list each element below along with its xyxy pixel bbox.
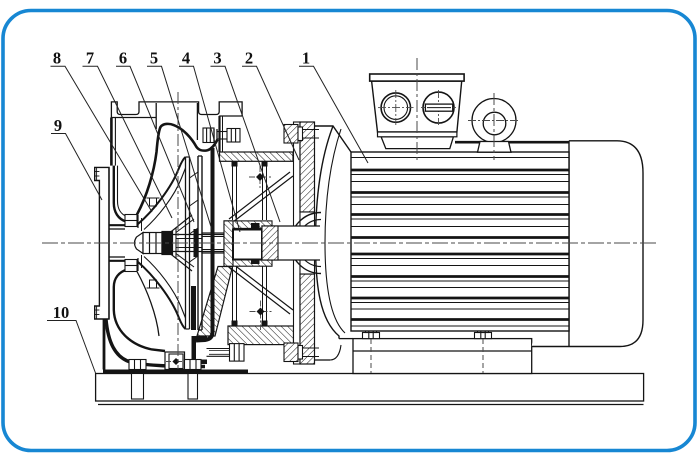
motor-fins — [351, 168, 569, 321]
bracket-foot-bolt — [206, 343, 245, 362]
motor-mount-block — [352, 337, 533, 375]
centerlines — [42, 58, 658, 373]
hold-down-bolt-right — [183, 358, 202, 400]
hold-down-bolt-left — [128, 358, 147, 400]
pump-foot — [102, 319, 248, 400]
callout-7: 7 — [86, 49, 94, 68]
callout-10: 10 — [53, 303, 70, 322]
callout-8: 8 — [53, 49, 61, 68]
callout-4: 4 — [182, 49, 190, 68]
callout-6: 6 — [119, 49, 127, 68]
callout-9: 9 — [54, 116, 62, 135]
motor — [314, 73, 644, 361]
blue-frame — [1, 8, 697, 453]
casing-top-wall — [135, 122, 219, 216]
seal-housing — [223, 220, 273, 267]
callout-2: 2 — [245, 49, 253, 68]
drain-boss — [166, 353, 186, 370]
center-mark-bracket — [249, 166, 271, 188]
flange-bolt-bottom — [283, 342, 319, 363]
callout-1: 1 — [302, 49, 310, 68]
flange-bolt-top — [283, 123, 319, 144]
leader-lines — [47, 65, 369, 374]
base-plate — [94, 372, 645, 406]
callout-5: 5 — [150, 49, 158, 68]
callouts: 8 7 6 5 4 3 2 1 9 10 — [47, 49, 369, 374]
callout-3: 3 — [213, 49, 221, 68]
shaft-assembly — [133, 220, 320, 267]
center-mark-bracket-lower — [249, 300, 272, 330]
casing-stud-bolt — [202, 127, 241, 144]
discharge-flange — [110, 101, 243, 152]
motor-stator — [350, 151, 570, 332]
